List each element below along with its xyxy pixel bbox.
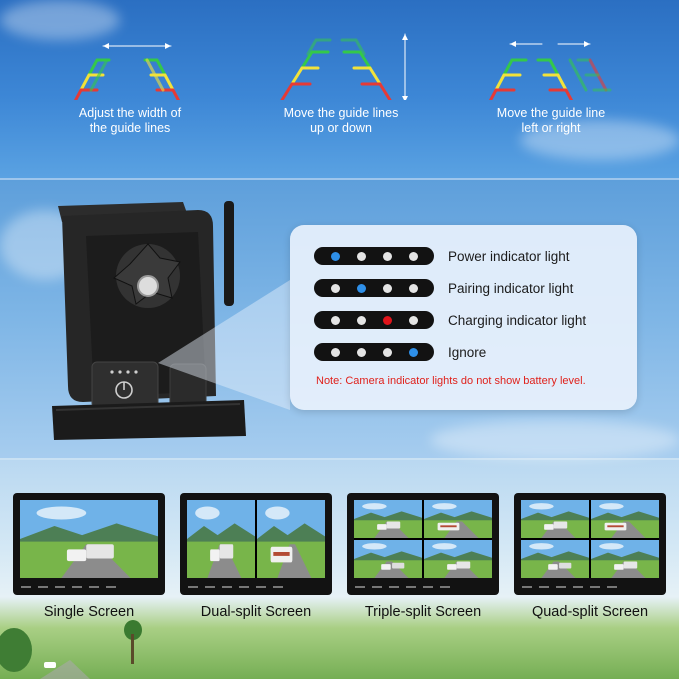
indicator-dot (382, 251, 392, 261)
indicator-row-charging: Charging indicator light (314, 310, 586, 330)
monitor-quad (514, 493, 666, 595)
indicator-label: Ignore (448, 344, 487, 360)
camera-view-tile (591, 500, 659, 538)
indicator-dot (330, 251, 340, 261)
indicator-dots (314, 311, 434, 329)
camera-view-tile (187, 500, 255, 578)
indicator-dots (314, 343, 434, 361)
indicator-row-power: Power indicator light (314, 246, 570, 266)
indicator-dot (356, 315, 366, 325)
indicator-dot (330, 283, 340, 293)
indicator-dot (408, 283, 418, 293)
indicator-dot (382, 347, 392, 357)
indicator-dot (356, 283, 366, 293)
antenna-icon (224, 201, 234, 306)
monitor-label: Dual-split Screen (200, 604, 312, 620)
cloud (520, 120, 679, 160)
indicator-dot (408, 315, 418, 325)
guide-width-label: Adjust the width of the guide lines (78, 106, 182, 135)
battery-note: Note: Camera indicator lights do not sho… (316, 375, 586, 387)
indicator-dot (408, 251, 418, 261)
guide-lines-vertical-icon (280, 33, 408, 100)
indicator-row-ignore: Ignore (314, 342, 486, 362)
camera-view-tile (354, 500, 422, 538)
indicator-dot (356, 251, 366, 261)
monitor-screen (354, 500, 492, 578)
guide-width: Adjust the width of the guide lines (45, 30, 215, 136)
landscape-foreground (0, 620, 142, 679)
monitor-triple (347, 493, 499, 595)
guide-lines-width-icon (73, 43, 181, 100)
cloud (430, 420, 679, 460)
guide-lines-shift-icon (488, 41, 612, 100)
indicator-dot (408, 347, 418, 357)
indicator-legend-panel: Power indicator light Pairing indicator … (290, 225, 637, 410)
camera-view-tile (354, 540, 422, 578)
guide-vertical-label: Move the guide lines up or down (283, 106, 399, 135)
indicator-dots (314, 279, 434, 297)
indicator-row-pairing: Pairing indicator light (314, 278, 573, 298)
guide-horizontal: Move the guide line left or right (466, 30, 636, 136)
monitor-single (13, 493, 165, 595)
indicator-dot (382, 315, 392, 325)
indicator-dots (314, 247, 434, 265)
camera-view-tile (521, 500, 589, 538)
indicator-dot (382, 283, 392, 293)
indicator-label: Power indicator light (448, 248, 570, 264)
monitor-label: Quad-split Screen (531, 604, 649, 620)
camera-view-tile (521, 540, 589, 578)
camera-view-tile (591, 540, 659, 578)
camera-view-tile (424, 500, 492, 538)
monitor-screen (521, 500, 659, 578)
camera-view-tile (257, 500, 325, 578)
monitor-dual (180, 493, 332, 595)
indicator-label: Charging indicator light (448, 312, 587, 328)
indicator-label: Pairing indicator light (448, 280, 574, 296)
indicator-dot (356, 347, 366, 357)
monitor-label: Triple-split Screen (364, 604, 482, 620)
monitor-screen (20, 500, 158, 578)
cloud (0, 0, 120, 40)
monitor-label: Single Screen (43, 604, 135, 620)
camera-unit (48, 196, 253, 446)
camera-view-tile (424, 540, 492, 578)
guide-vertical: Move the guide lines up or down (256, 30, 426, 136)
monitor-screen (187, 500, 325, 578)
camera-view-tile (20, 500, 158, 578)
guide-shift-label: Move the guide line left or right (496, 106, 606, 135)
indicator-dot (330, 347, 340, 357)
indicator-dot (330, 315, 340, 325)
